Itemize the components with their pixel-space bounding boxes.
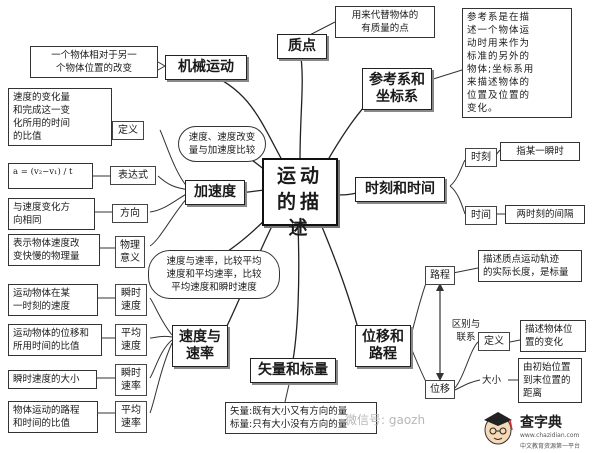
reference-frame-definition: 参考系是在描 述一个物体运 动时用来作为 标准的另外的 物体;坐标系用 来描述物…: [462, 8, 572, 118]
displacement-magnitude-text: 由初始位置 到末位置的 距离: [518, 358, 582, 403]
instantaneous-speed-label: 瞬时 速率: [115, 364, 147, 396]
acceleration-comparison-cloud: 速度、速度改变 量与加速度比较: [178, 126, 266, 162]
instantaneous-velocity-text: 运动物体在某 一时刻的速度: [8, 284, 98, 316]
instantaneous-speed-text: 瞬时速度的大小: [8, 370, 97, 389]
acceleration-direction-text: 与速度变化方 向相同: [8, 198, 95, 230]
instantaneous-velocity-label: 瞬时 速度: [115, 284, 147, 316]
acceleration-meaning-text: 表示物体速度改 变快慢的物理量: [8, 234, 100, 266]
brand-mascot-icon: [484, 412, 513, 445]
brand-name: 查字典: [520, 415, 562, 431]
brand-tagline: 中文教育资源第一平台: [520, 443, 581, 450]
magnitude-label: 大小: [482, 375, 502, 386]
average-speed-text: 物体运动的路程 和时间的比值: [8, 401, 98, 433]
topic-time[interactable]: 时刻和时间: [355, 177, 445, 202]
average-speed-label: 平均 速率: [115, 401, 147, 433]
vector-scalar-definitions: 矢量:既有大小又有方向的量 标量:只有大小没有方向的量: [225, 402, 377, 434]
acceleration-meaning-label: 物理 意义: [115, 236, 145, 268]
displacement-definition-text: 描述物体位 置的变化: [520, 320, 586, 352]
topic-acceleration[interactable]: 加速度: [185, 180, 245, 205]
center-topic-description-of-motion[interactable]: 运动 的描述: [262, 158, 338, 239]
topic-vector-and-scalar[interactable]: 矢量和标量: [250, 358, 336, 383]
path-label: 路程: [425, 266, 455, 285]
acceleration-direction-label: 方向: [112, 204, 148, 223]
difference-and-relation-label: 区别与 联系: [451, 319, 481, 343]
topic-displacement-and-path[interactable]: 位移和 路程: [355, 325, 411, 367]
displacement-label: 位移: [425, 380, 455, 399]
particle-definition: 用来代替物体的 有质量的点: [335, 6, 435, 38]
topic-mechanical-motion[interactable]: 机械运动: [165, 55, 247, 80]
time-interval-text: 两时刻的间隔: [505, 205, 585, 224]
time-moment-label: 时刻: [465, 148, 497, 167]
definition-label: 定义: [478, 332, 510, 351]
acceleration-formula: a = (v₂−v₁) / t: [8, 163, 93, 189]
velocity-comparison-cloud: 速度与速率，比较平均 速度和平均速率，比较 平均速度和瞬时速度: [148, 250, 280, 299]
time-moment-text: 指某一瞬时: [500, 142, 580, 161]
wechat-watermark: 微信号: gaozh: [345, 413, 426, 427]
average-velocity-label: 平均 速度: [115, 324, 147, 356]
topic-velocity-and-speed[interactable]: 速度与 速率: [172, 325, 228, 367]
topic-reference-frame[interactable]: 参考系和 坐标系: [362, 68, 432, 110]
acceleration-definition-label: 定义: [112, 121, 144, 140]
topic-particle[interactable]: 质点: [277, 34, 327, 59]
time-interval-label: 时间: [465, 206, 497, 225]
path-description: 描述质点运动轨迹 的实际长度，是标量: [478, 250, 582, 282]
mechanical-motion-definition: 一个物体相对于另一 个物体位置的改变: [30, 46, 158, 78]
acceleration-expression-label: 表达式: [110, 166, 156, 185]
average-velocity-text: 运动物体的位移和 所用时间的比值: [8, 324, 102, 356]
acceleration-definition-text: 速度的变化量 和完成这一变 化所用的时间 的比值: [8, 88, 112, 146]
brand-site: www.chazidian.com: [520, 432, 580, 439]
